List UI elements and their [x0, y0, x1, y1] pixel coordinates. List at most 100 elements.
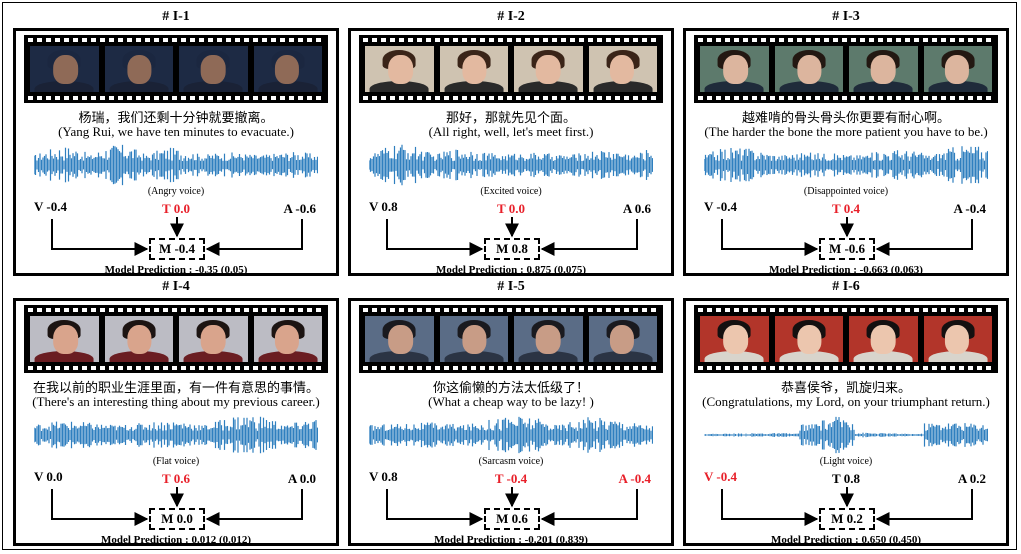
- voice-label: (Flat voice): [152, 456, 200, 467]
- film-strip: [359, 305, 663, 373]
- video-frame: [588, 46, 657, 92]
- multimodal-score: M -0.4: [149, 238, 205, 260]
- video-frame: [104, 46, 173, 92]
- audio-score: A -0.4: [618, 471, 652, 486]
- voice-label: (Light voice): [819, 456, 873, 467]
- text-score: T 0.6: [162, 471, 190, 486]
- visual-score: V 0.0: [34, 469, 63, 484]
- model-prediction: Model Prediction : -0.663 (0.063): [769, 264, 923, 276]
- case-panel: 你这偷懒的方法太低级了！ (What a cheap way to be laz…: [348, 298, 674, 546]
- audio-waveform: [369, 144, 653, 186]
- english-transcript: (All right, well, let's meet first.): [428, 124, 594, 139]
- video-frame: [253, 46, 322, 92]
- video-frame: [774, 46, 843, 92]
- case-title: # I-1: [162, 9, 190, 24]
- english-transcript: (The harder the bone the more patient yo…: [704, 124, 988, 139]
- video-frame: [700, 316, 769, 362]
- audio-waveform: [704, 416, 988, 454]
- case-title: # I-5: [497, 279, 525, 294]
- fusion-arrows: [51, 487, 303, 526]
- film-strip: [24, 305, 328, 373]
- video-frame: [104, 316, 173, 362]
- text-score: T -0.4: [494, 471, 528, 486]
- chinese-transcript: 在我以前的职业生涯里面，有一件有意思的事情。: [32, 380, 319, 395]
- text-score: T 0.4: [832, 201, 860, 216]
- chinese-transcript: 你这偷懒的方法太低级了！: [432, 380, 589, 395]
- film-strip: [24, 35, 328, 103]
- audio-waveform: [704, 146, 988, 184]
- film-strip: [359, 35, 663, 103]
- case-title: # I-2: [497, 9, 525, 24]
- audio-score: A 0.6: [622, 201, 651, 216]
- english-transcript: (What a cheap way to be lazy! ): [428, 394, 594, 409]
- audio-waveform: [34, 416, 318, 454]
- audio-waveform: [34, 144, 318, 186]
- film-strip: [694, 305, 998, 373]
- video-frame: [514, 46, 583, 92]
- model-prediction: Model Prediction : 0.650 (0.450): [770, 534, 922, 546]
- chinese-transcript: 恭喜侯爷，凯旋归来。: [780, 380, 911, 395]
- video-frame: [588, 316, 657, 362]
- case-i-4: # I-4 在我以前的职业生涯里面，有一件有意思的事情。 (There's an…: [13, 278, 339, 546]
- video-frame: [253, 316, 322, 362]
- multimodal-score: M 0.0: [149, 508, 205, 530]
- fusion-arrows: [721, 217, 973, 256]
- video-frame: [774, 316, 843, 362]
- video-frame: [439, 316, 508, 362]
- multimodal-score: M 0.8: [484, 238, 540, 260]
- text-score: T 0.0: [162, 201, 190, 216]
- english-transcript: (Congratulations, my Lord, on your trium…: [702, 394, 990, 409]
- chinese-transcript: 那好，那就先见个面。: [445, 110, 576, 125]
- visual-score: V 0.8: [369, 199, 398, 214]
- model-prediction: Model Prediction : 0.875 (0.075): [435, 264, 587, 276]
- multimodal-score: M 0.6: [484, 508, 540, 530]
- fusion-arrows: [386, 487, 638, 526]
- chinese-transcript: 杨瑞，我们还剩十分钟就要撤离。: [78, 110, 274, 125]
- english-transcript: (There's an interesting thing about my p…: [32, 394, 320, 409]
- case-title: # I-4: [162, 279, 190, 294]
- audio-score: A 0.2: [957, 471, 986, 486]
- case-panel: 在我以前的职业生涯里面，有一件有意思的事情。 (There's an inter…: [13, 298, 339, 546]
- audio-waveform: [369, 416, 653, 454]
- visual-score: V -0.4: [704, 199, 737, 214]
- video-frame: [179, 46, 248, 92]
- text-score: T 0.8: [832, 471, 860, 486]
- fusion-arrows: [721, 487, 973, 526]
- text-score: T 0.0: [497, 201, 525, 216]
- video-frame: [439, 46, 508, 92]
- video-frame: [849, 316, 918, 362]
- voice-label: (Sarcasm voice): [478, 456, 544, 467]
- multimodal-score: M 0.2: [819, 508, 875, 530]
- video-frame: [849, 46, 918, 92]
- case-i-1: # I-1 杨瑞，我们还剩十分钟就要撤离。 (Yang Rui, we have…: [13, 8, 339, 276]
- voice-label: (Excited voice): [480, 186, 542, 197]
- chinese-transcript: 越难啃的骨头骨头你更要有耐心啊。: [741, 110, 950, 125]
- video-frame: [365, 316, 434, 362]
- visual-score: V 0.8: [369, 469, 398, 484]
- model-prediction: Model Prediction : 0.012 (0.012): [100, 534, 252, 546]
- video-frame: [700, 46, 769, 92]
- case-title: # I-6: [832, 279, 860, 294]
- video-frame: [923, 46, 992, 92]
- visual-score: V -0.4: [704, 469, 737, 484]
- case-i-2: # I-2 那好，那就先见个面。 (All right, well, let's…: [348, 8, 674, 276]
- case-panel: 越难啃的骨头骨头你更要有耐心啊。 (The harder the bone th…: [683, 28, 1009, 276]
- case-panel: 恭喜侯爷，凯旋归来。 (Congratulations, my Lord, on…: [683, 298, 1009, 546]
- audio-score: A 0.0: [287, 471, 316, 486]
- video-frame: [30, 316, 99, 362]
- model-prediction: Model Prediction : -0.201 (0.839): [434, 534, 588, 546]
- video-frame: [365, 46, 434, 92]
- fusion-arrows: [51, 217, 303, 256]
- video-frame: [923, 316, 992, 362]
- english-transcript: (Yang Rui, we have ten minutes to evacua…: [58, 124, 294, 139]
- multimodal-score: M -0.6: [819, 238, 875, 260]
- model-prediction: Model Prediction : -0.35 (0.05): [104, 264, 248, 276]
- video-frame: [30, 46, 99, 92]
- voice-label: (Angry voice): [147, 186, 205, 197]
- film-strip: [694, 35, 998, 103]
- audio-score: A -0.6: [283, 201, 317, 216]
- audio-score: A -0.4: [953, 201, 987, 216]
- video-frame: [514, 316, 583, 362]
- visual-score: V -0.4: [34, 199, 67, 214]
